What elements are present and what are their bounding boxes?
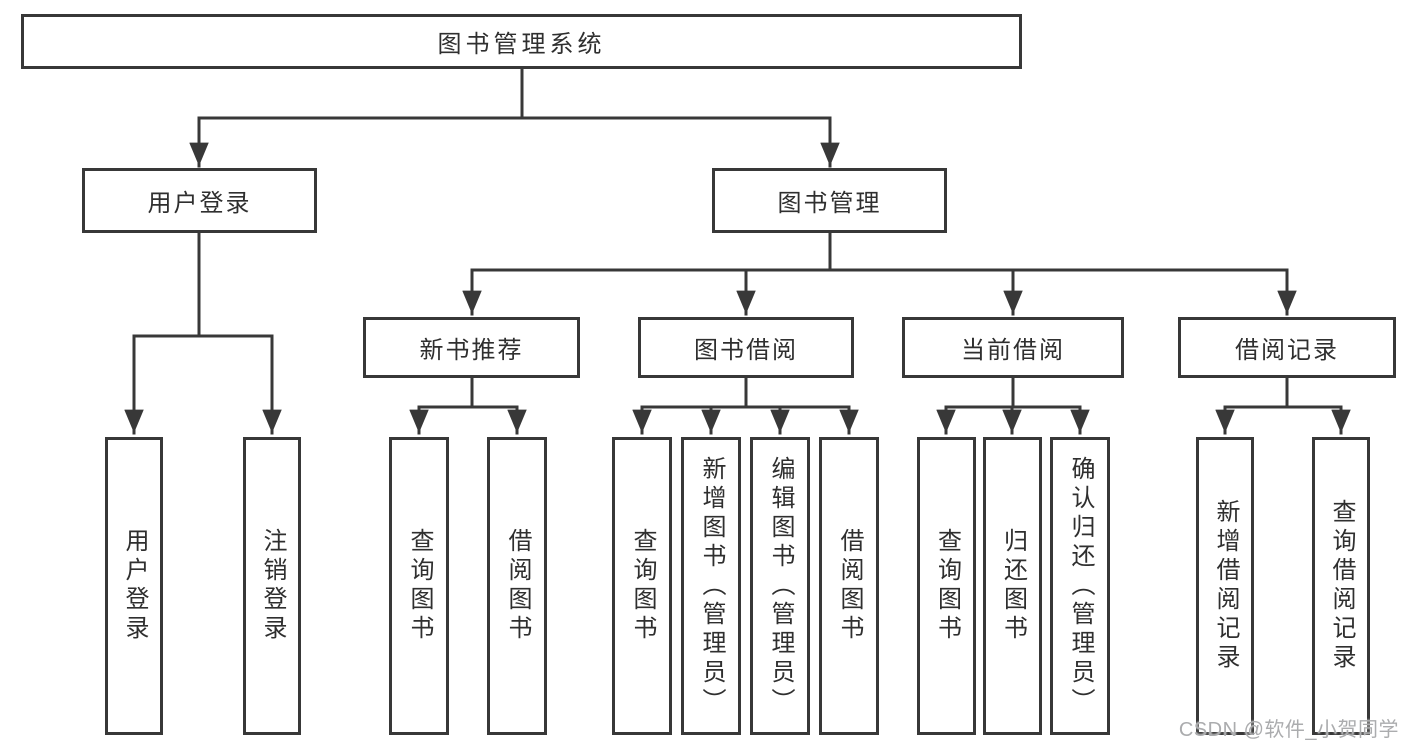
leaf-edit-books-admin: 编辑图书（管理员）	[750, 437, 810, 735]
leaf-borrow-books: 借阅图书	[819, 437, 879, 735]
leaf-query-books-borrowing: 查询图书	[612, 437, 672, 735]
node-book-management: 图书管理	[712, 168, 947, 233]
csdn-watermark: CSDN @软件_小贺同学	[1178, 719, 1399, 741]
leaf-query-books-borrowing-label: 查询图书	[629, 528, 656, 644]
leaf-return-books-label: 归还图书	[999, 528, 1027, 644]
leaf-return-books: 归还图书	[983, 437, 1042, 735]
leaf-confirm-return-admin: 确认归还（管理员）	[1050, 437, 1110, 735]
leaf-edit-books-admin-label: 编辑图书（管理员）	[767, 455, 794, 717]
leaf-user-login-label: 用户登录	[121, 528, 148, 644]
node-borrowing-records: 借阅记录	[1178, 317, 1396, 378]
connector-book-borrowing-children	[632, 376, 859, 435]
leaf-query-books-current-label: 查询图书	[933, 528, 961, 644]
node-user-login-label: 用户登录	[147, 190, 252, 217]
leaf-query-books-current: 查询图书	[917, 437, 976, 735]
node-current-borrowing-label: 当前借阅	[961, 337, 1065, 364]
connector-borrowing-records-children	[1215, 376, 1351, 435]
leaf-logout-label: 注销登录	[259, 528, 286, 644]
leaf-borrow-books-recommend-label: 借阅图书	[504, 528, 531, 644]
leaf-logout: 注销登录	[243, 437, 301, 735]
leaf-query-books-recommend: 查询图书	[389, 437, 449, 735]
leaf-add-borrow-record-label: 新增借阅记录	[1212, 499, 1239, 673]
connector-book-management-children	[462, 231, 1297, 316]
leaf-query-borrow-record: 查询借阅记录	[1312, 437, 1370, 735]
leaf-borrow-books-label: 借阅图书	[836, 528, 863, 644]
node-new-book-recommend-label: 新书推荐	[419, 337, 524, 364]
leaf-user-login: 用户登录	[105, 437, 163, 735]
leaf-query-borrow-record-label: 查询借阅记录	[1328, 499, 1355, 673]
leaf-add-books-admin-label: 新增图书（管理员）	[698, 455, 725, 717]
node-current-borrowing: 当前借阅	[902, 317, 1124, 378]
node-book-borrowing: 图书借阅	[638, 317, 854, 378]
leaf-query-books-recommend-label: 查询图书	[406, 528, 433, 644]
node-user-login: 用户登录	[82, 168, 317, 233]
connector-current-borrowing-children	[936, 376, 1090, 435]
node-book-borrowing-label: 图书借阅	[694, 337, 798, 364]
node-borrowing-records-label: 借阅记录	[1235, 337, 1339, 364]
connector-root-to-level2	[189, 67, 840, 168]
connector-new-book-recommend-children	[409, 376, 527, 435]
leaf-add-books-admin: 新增图书（管理员）	[681, 437, 741, 735]
node-library-system-label: 图书管理系统	[437, 31, 606, 58]
leaf-add-borrow-record: 新增借阅记录	[1196, 437, 1254, 735]
node-library-system: 图书管理系统	[21, 14, 1022, 69]
leaf-borrow-books-recommend: 借阅图书	[487, 437, 547, 735]
node-book-management-label: 图书管理	[777, 190, 882, 217]
node-new-book-recommend: 新书推荐	[363, 317, 580, 378]
connector-user-login-children	[124, 231, 282, 435]
leaf-confirm-return-admin-label: 确认归还（管理员）	[1067, 455, 1094, 717]
